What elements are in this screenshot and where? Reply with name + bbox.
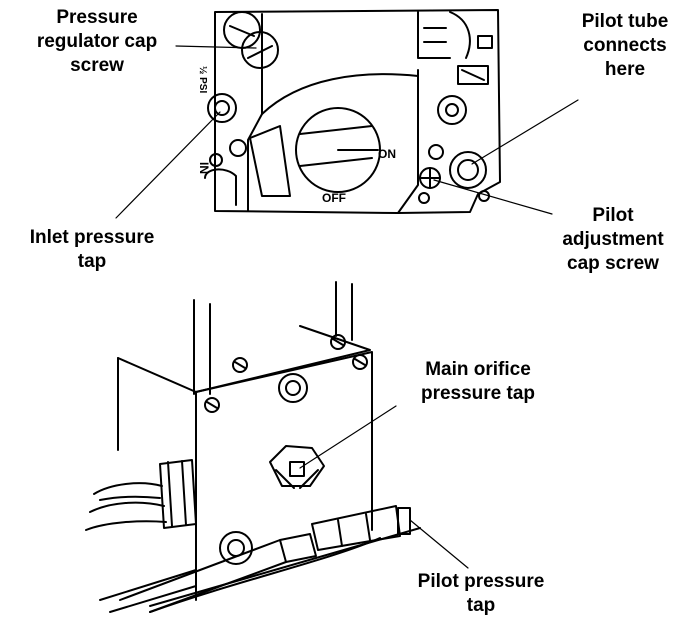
leader-main-orifice (299, 405, 397, 469)
leader-inlet-pressure (115, 111, 221, 219)
label-pilot-tube-line1: Pilot tube (581, 11, 669, 32)
label-pilot-tube: Pilot tube connects here (565, 10, 685, 82)
label-pilot-adjustment-line1: Pilot (592, 205, 634, 226)
label-pilot-pressure: Pilot pressure tap (396, 570, 566, 618)
label-pressure-regulator-line3: screw (70, 55, 124, 76)
label-inlet-pressure-line2: tap (77, 251, 107, 272)
label-pilot-tube-line3: here (604, 59, 646, 80)
label-pilot-pressure-line2: tap (466, 595, 496, 616)
label-pilot-adjustment-line3: cap screw (567, 253, 659, 274)
label-pilot-adjustment: Pilot adjustment cap screw (548, 204, 678, 276)
label-inlet-pressure-line1: Inlet pressure (29, 227, 155, 248)
valve-psi-mark: ½ PSI (197, 66, 208, 93)
valve-on-mark: ON (378, 147, 396, 161)
leader-pilot-tube (471, 99, 579, 165)
label-pilot-pressure-line1: Pilot pressure (417, 571, 545, 592)
label-pilot-tube-line2: connects (583, 35, 667, 56)
label-pressure-regulator-line1: Pressure (56, 7, 138, 28)
label-inlet-pressure: Inlet pressure tap (4, 226, 180, 274)
label-pressure-regulator-line2: regulator cap (36, 31, 158, 52)
leader-pilot-adjustment (433, 179, 553, 215)
leader-pressure-regulator (175, 45, 257, 49)
valve-inlet-mark: IN (197, 162, 211, 174)
label-main-orifice-line2: pressure tap (420, 383, 536, 404)
gas-valve-top (204, 9, 501, 214)
valve-off-mark: OFF (322, 191, 346, 205)
label-pressure-regulator: Pressure regulator cap screw (12, 6, 182, 78)
label-main-orifice-line1: Main orifice (425, 359, 531, 380)
gas-valve-bottom (85, 281, 421, 613)
label-main-orifice: Main orifice pressure tap (398, 358, 558, 406)
leader-lines (115, 45, 579, 569)
leader-pilot-pressure (409, 519, 469, 569)
label-pilot-adjustment-line2: adjustment (562, 229, 664, 250)
